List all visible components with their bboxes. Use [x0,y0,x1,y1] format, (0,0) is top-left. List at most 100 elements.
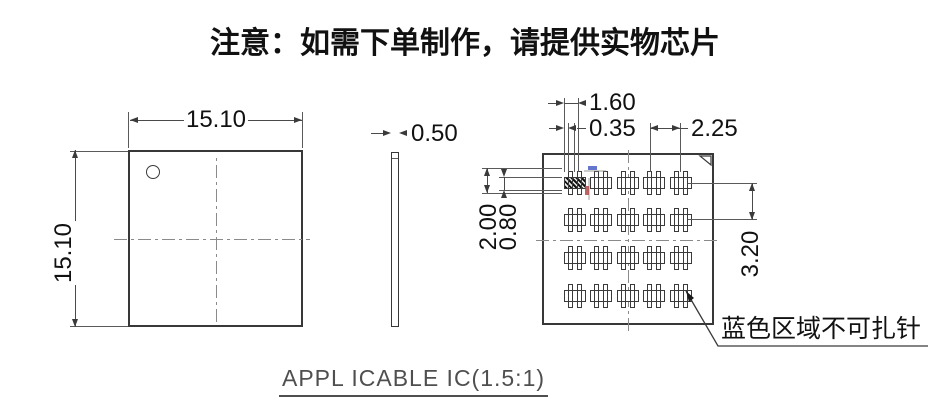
dim-plan-width: 15.10 [183,106,249,133]
pad-wing [590,214,612,226]
arrowhead [501,190,507,198]
dim-pad-center-height: 0.80 [495,201,522,253]
pad-bar [674,284,679,308]
arrowhead [399,130,407,136]
arrowhead [749,212,755,220]
arrowhead [650,125,658,131]
arrowhead [294,117,302,123]
dimension-line [548,103,556,104]
dimension-line [371,133,383,134]
pad-bar [594,246,599,270]
pad-bar [568,284,573,308]
extension-line [568,123,569,172]
pad-bar [647,284,652,308]
pad-bar [603,208,608,232]
extension-line [499,190,562,191]
pad [670,246,692,270]
pad-wing [643,290,665,302]
pad-wing [590,177,612,189]
pad-wing [670,214,692,226]
arrowhead [556,100,564,106]
pad-wing [670,252,692,264]
pad [617,208,639,232]
dimension-line [577,128,586,129]
arrowhead [383,130,391,136]
dimension-line [564,103,578,104]
dimension-line [650,128,688,129]
pad-bar [594,284,599,308]
arrowhead [556,125,564,131]
pad-bar [674,208,679,232]
pad-bar [577,171,582,195]
notice-title: 注意：如需下单制作，请提供实物芯片 [210,27,720,60]
pad [617,171,639,195]
pad-bar [630,284,635,308]
pad-bar [656,208,661,232]
pad-bar [656,284,661,308]
centerline-vertical [216,154,217,322]
pad-bar [630,246,635,270]
package-outline [128,150,303,327]
dim-plan-height: 15.10 [50,220,77,286]
pad-hatched [564,171,586,195]
pad [564,246,586,270]
pad [564,284,586,308]
pad-bar [594,208,599,232]
arrowhead [130,117,138,123]
arrowhead [72,150,78,158]
extension-line [680,123,681,172]
extension-line [482,193,562,194]
pin1-circle [146,165,160,179]
arrowhead [749,183,755,191]
pad-bar [647,208,652,232]
pad-wing [564,214,586,226]
arrowhead [501,169,507,177]
pad-bar [621,246,626,270]
arrowhead [578,100,586,106]
pad-bar [577,246,582,270]
pad-wing [617,214,639,226]
pad-wing [590,290,612,302]
dim-row-pitch: 3.20 [737,228,764,280]
pad-bar [603,246,608,270]
extension-line [128,112,129,148]
dim-thickness: 0.50 [409,120,460,147]
pad-wing [617,177,639,189]
centerline-horizontal [114,239,310,240]
arrowhead [672,125,680,131]
extension-line [482,168,562,169]
dim-column-pitch: 2.25 [689,115,740,142]
pad-bar [568,208,573,232]
pad-bar [630,208,635,232]
pad-bar [568,171,573,195]
pad-bar [603,171,608,195]
pad-bar [594,171,599,195]
pad-wing [564,252,586,264]
pad [590,284,612,308]
extension-line [688,183,757,184]
dimension-line [752,183,753,220]
dimension-line [504,177,505,190]
dimension-line [487,168,488,193]
arrowhead [568,125,576,131]
pad [670,284,692,308]
extension-line [499,177,562,178]
extension-line [574,123,575,172]
pad [617,284,639,308]
pad-bar [647,171,652,195]
pad-bar [577,284,582,308]
pad-bar [603,284,608,308]
pad [590,171,612,195]
pad-bar [683,171,688,195]
pad [564,208,586,232]
pad-wing [590,252,612,264]
pad [643,284,665,308]
extension-line [650,123,651,172]
dim-bar-width: 0.35 [587,115,638,142]
pad-wing [564,290,586,302]
extension-line [688,219,757,220]
pad [590,246,612,270]
pad-wing [643,177,665,189]
pad-bar [621,284,626,308]
